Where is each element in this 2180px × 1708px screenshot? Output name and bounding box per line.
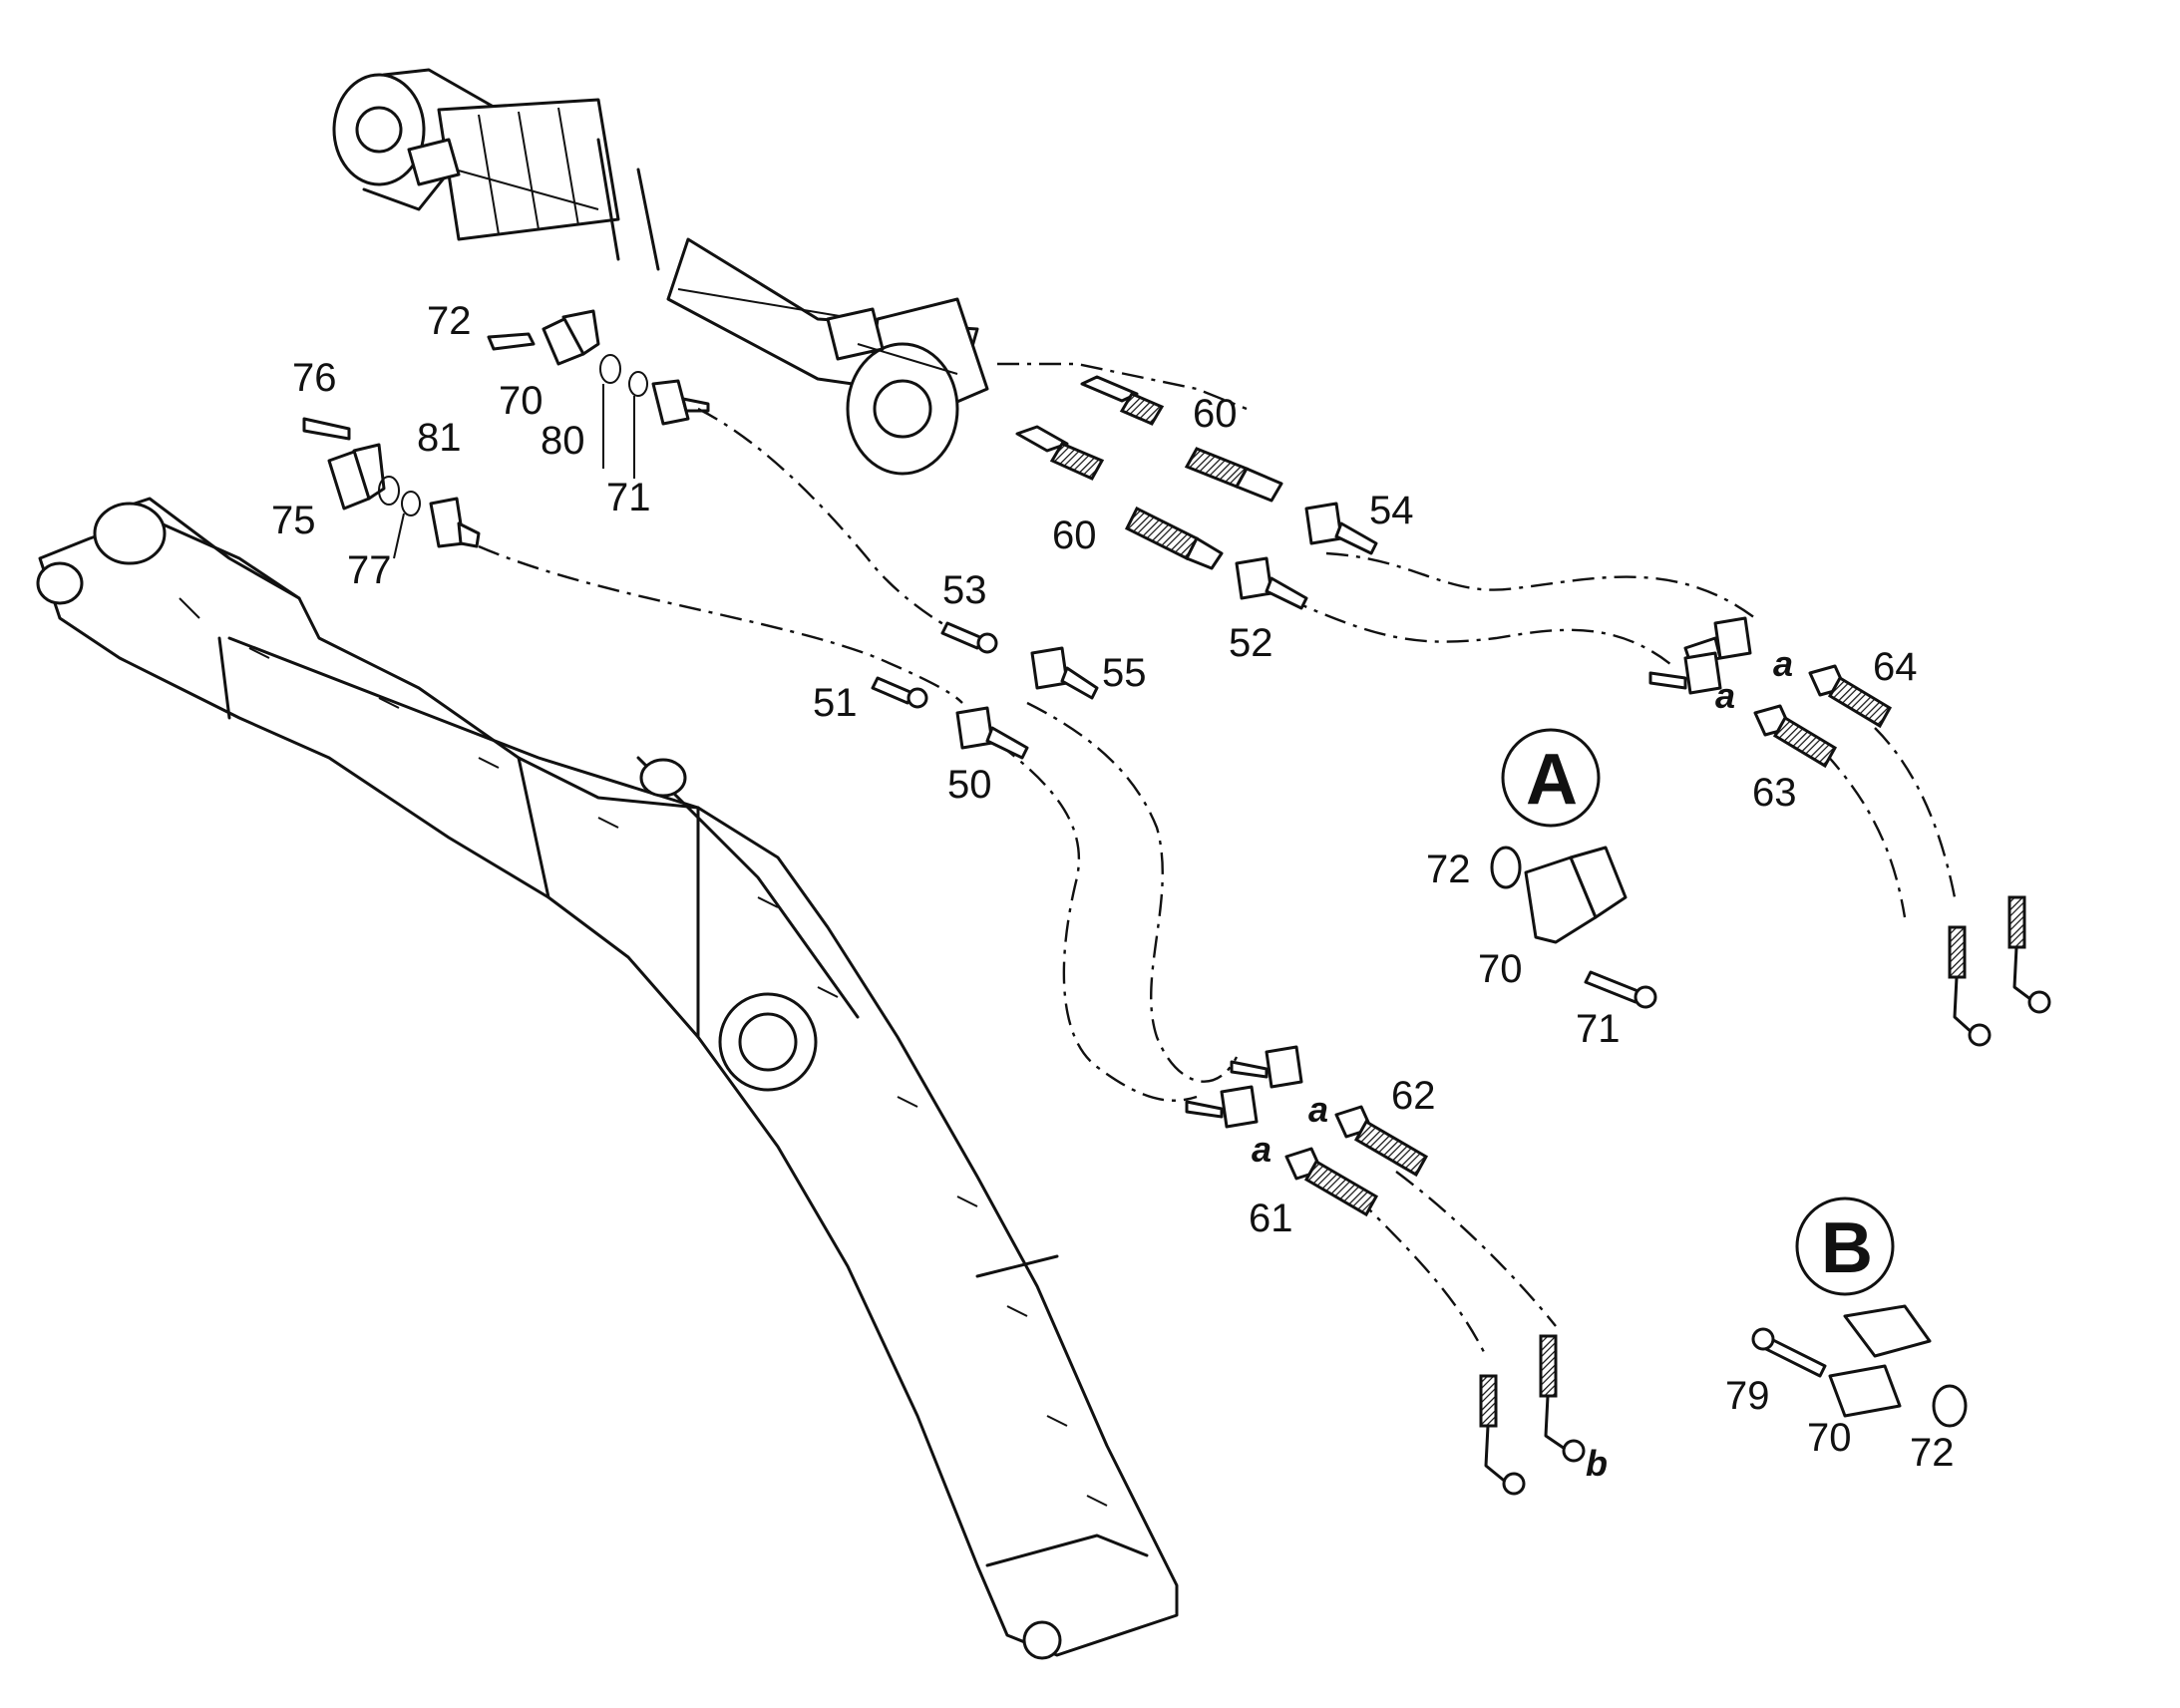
callout-76: 76: [292, 356, 337, 400]
mark-a-lower-1: a: [1308, 1089, 1328, 1130]
callout-79: 79: [1725, 1374, 1770, 1418]
callout-60-lower: 60: [1052, 513, 1097, 557]
callout-72: 72: [427, 299, 472, 343]
boom-arm: [36, 497, 1179, 1660]
callout-61: 61: [1249, 1196, 1293, 1240]
callout-55: 55: [1102, 651, 1147, 695]
callout-72-detail-b: 72: [1910, 1431, 1955, 1475]
callout-64: 64: [1873, 645, 1918, 689]
detail-view-a: [1490, 728, 1657, 1009]
callout-77: 77: [347, 548, 392, 592]
callout-52: 52: [1229, 621, 1273, 665]
callout-70-detail-a: 70: [1478, 947, 1523, 991]
mark-a-lower-2: a: [1252, 1129, 1272, 1170]
mark-b: b: [1586, 1443, 1608, 1484]
callout-labels: 72 70 80 71 76 81 75 77 60 60 54 53 52 5…: [271, 299, 1955, 1475]
mark-a-upper-1: a: [1773, 643, 1793, 684]
callout-75: 75: [271, 499, 316, 542]
callout-81: 81: [417, 416, 462, 460]
boom-cylinder: [332, 68, 989, 476]
callout-62: 62: [1391, 1074, 1436, 1118]
detail-b-badge: [1795, 1196, 1895, 1296]
callout-54: 54: [1369, 489, 1414, 532]
callout-72-detail-a: 72: [1426, 848, 1471, 891]
fittings-group-upper: [302, 309, 710, 559]
callout-53: 53: [942, 568, 987, 612]
callout-51: 51: [813, 681, 858, 725]
hoses: [871, 375, 2051, 1496]
callout-71: 71: [606, 476, 651, 519]
detail-letters: A B: [1526, 740, 1873, 1288]
mark-a-upper-2: a: [1715, 675, 1735, 716]
callout-60-upper: 60: [1193, 392, 1238, 436]
callout-50: 50: [947, 763, 992, 807]
callout-71-detail-a: 71: [1576, 1007, 1621, 1051]
detail-letter-a: A: [1526, 740, 1578, 820]
callout-70: 70: [499, 379, 544, 423]
routing-lines: [478, 362, 1957, 1357]
callout-80: 80: [541, 419, 585, 463]
detail-view-b: [1751, 1196, 1968, 1428]
detail-a-badge: [1501, 728, 1601, 828]
connection-marks: a a a a b: [1252, 643, 1793, 1484]
detail-letter-b: B: [1821, 1208, 1873, 1288]
callout-63: 63: [1752, 771, 1797, 815]
callout-70-detail-b: 70: [1807, 1416, 1852, 1460]
